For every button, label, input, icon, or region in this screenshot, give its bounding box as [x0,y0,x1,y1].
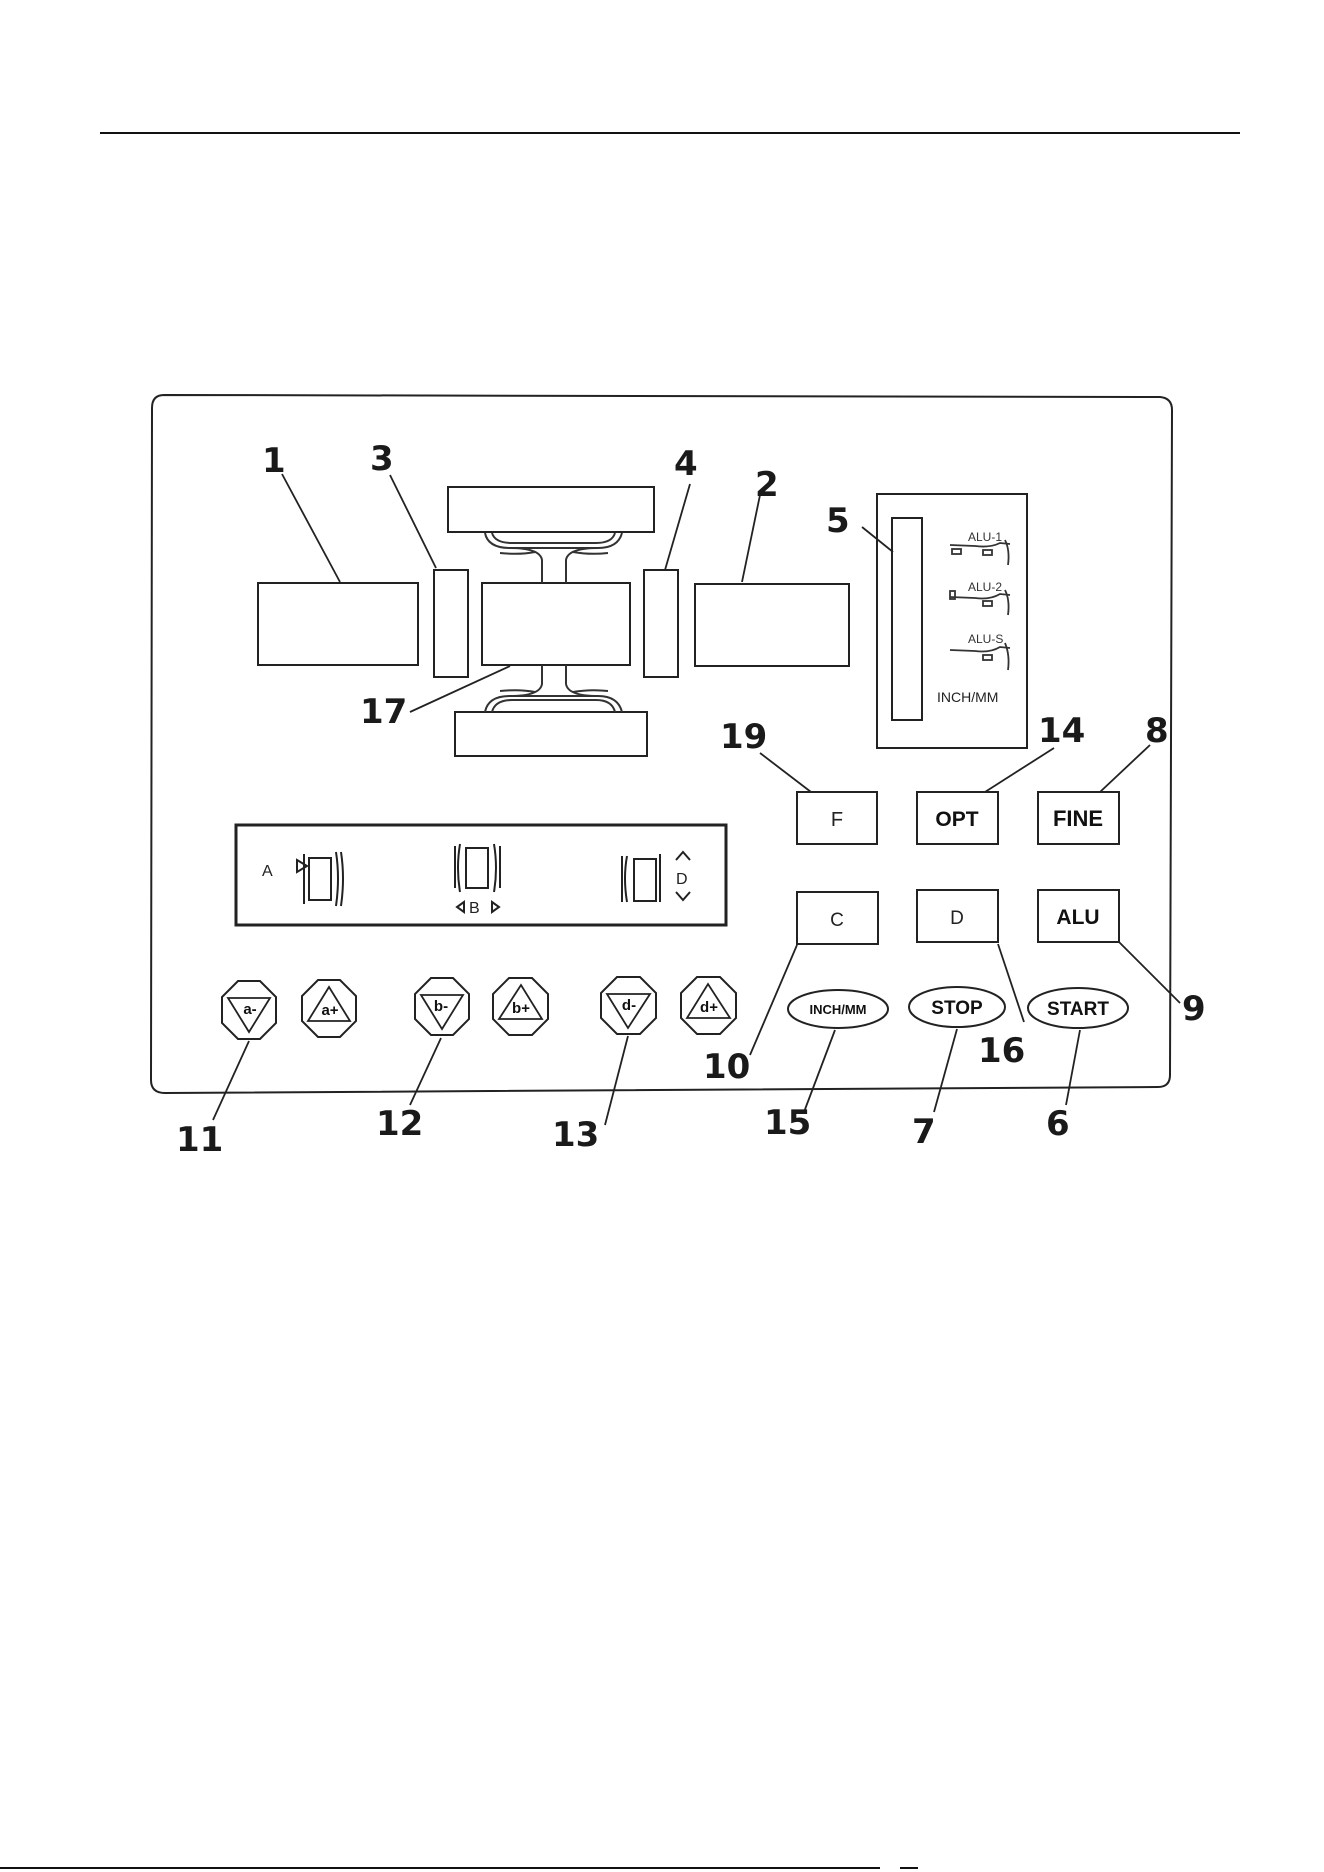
callout-10: 10 [703,1047,750,1087]
alu-button-label: ALU [1056,906,1099,929]
callout-4: 4 [674,444,698,484]
c-button-label: C [830,910,844,931]
callout-1: 1 [262,441,286,481]
callout-13: 13 [552,1115,599,1155]
callout-2: 2 [755,465,779,505]
dimension-a-label: A [262,863,273,880]
a-plus-button[interactable]: a+ [302,980,356,1037]
alu-units-label: INCH/MM [937,689,998,705]
f-button[interactable]: F [797,792,877,844]
callout-11: 11 [176,1120,223,1160]
stop-button[interactable]: STOP [909,987,1005,1027]
d-plus-label: d+ [700,999,718,1016]
start-label: START [1047,999,1109,1020]
b-plus-label: b+ [512,1000,530,1017]
callout-17: 17 [360,692,407,732]
d-minus-button[interactable]: d- [601,977,656,1034]
f-button-label: F [831,809,843,831]
callout-3: 3 [370,439,394,479]
dimension-b-label: B [469,900,480,917]
callout-6: 6 [1046,1104,1070,1144]
callout-8: 8 [1145,711,1169,751]
d-plus-button[interactable]: d+ [681,977,736,1034]
d-button-label: D [950,908,964,929]
c-button[interactable]: C [797,892,878,944]
opt-button-label: OPT [935,808,978,831]
a-minus-button[interactable]: a- [222,981,276,1039]
alu1-label: ALU-1 [968,530,1002,544]
fine-button[interactable]: FINE [1038,792,1119,844]
callout-19: 19 [720,717,767,757]
callout-14: 14 [1038,711,1085,751]
alu-button[interactable]: ALU [1038,890,1119,942]
dimension-d-label: D [676,871,688,888]
callout-7: 7 [912,1112,936,1152]
d-button[interactable]: D [917,890,998,942]
callout-15: 15 [764,1103,811,1143]
callout-5: 5 [826,501,850,541]
callout-9: 9 [1182,989,1206,1029]
start-button[interactable]: START [1028,988,1128,1028]
display-2 [695,584,849,666]
stop-label: STOP [931,998,983,1019]
display-17 [482,583,630,665]
b-minus-button[interactable]: b- [415,978,469,1035]
opt-button[interactable]: OPT [917,792,998,844]
display-1 [258,583,418,665]
a-minus-label: a- [243,1001,256,1018]
alus-label: ALU-S [968,632,1003,646]
b-minus-label: b- [434,998,448,1015]
alu-display-5 [892,518,922,720]
callout-16: 16 [978,1031,1025,1071]
display-4 [644,570,678,677]
inch-mm-label: INCH/MM [809,1002,866,1017]
alu2-label: ALU-2 [968,580,1002,594]
panel-outline [151,395,1172,1093]
display-3 [434,570,468,677]
b-plus-button[interactable]: b+ [493,978,548,1035]
inch-mm-button[interactable]: INCH/MM [788,990,888,1028]
fine-button-label: FINE [1053,806,1103,831]
alu-rim-icons [950,540,1010,670]
a-plus-label: a+ [321,1002,338,1019]
callout-12: 12 [376,1104,423,1144]
d-minus-label: d- [622,997,636,1014]
